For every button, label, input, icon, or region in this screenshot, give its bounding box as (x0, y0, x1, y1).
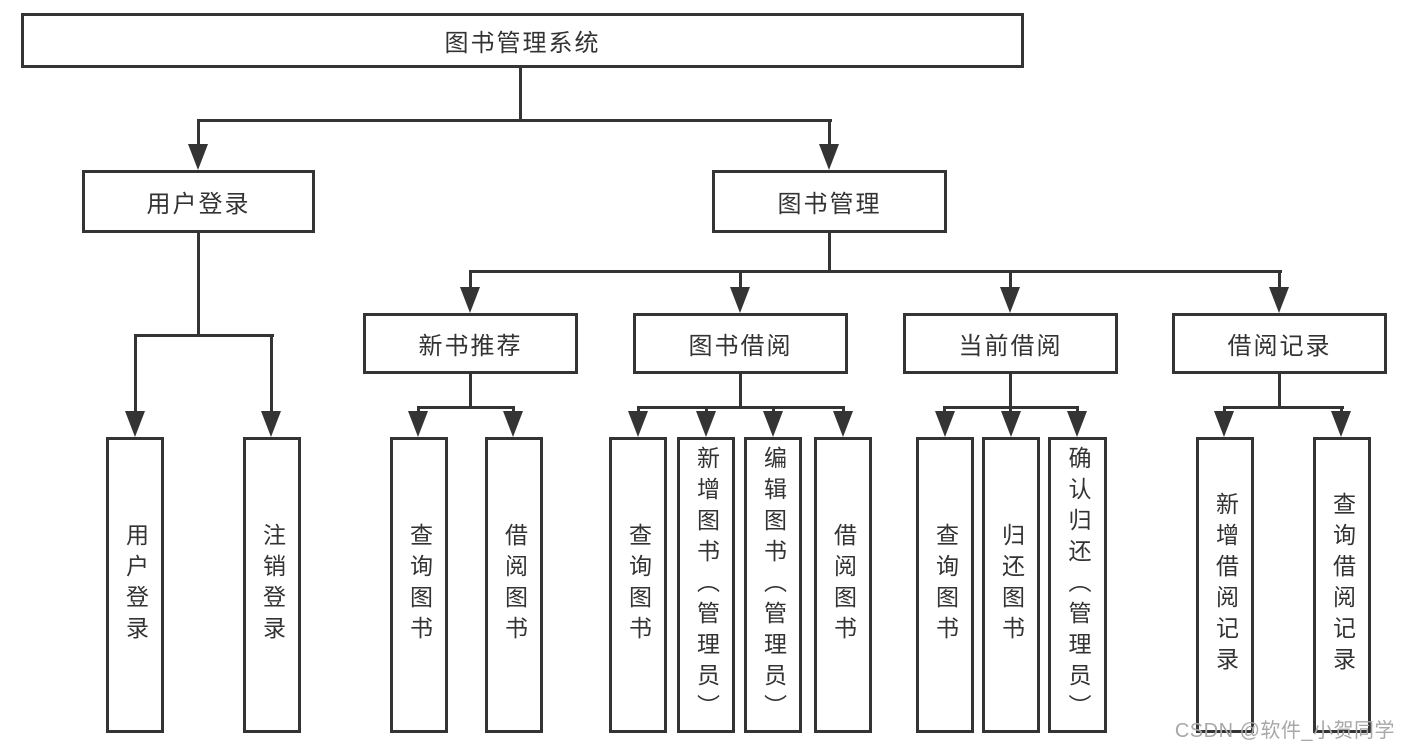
connector-line (469, 270, 1282, 273)
node-label: 注销登录 (259, 523, 286, 647)
arrow-down-icon (125, 411, 145, 437)
connector-line (943, 406, 946, 413)
watermark: CSDN @软件_小贺同学 (1174, 720, 1395, 742)
arrow-down-icon (1067, 411, 1087, 437)
node-label: 归还图书 (998, 523, 1025, 647)
node-label: 编辑图书（管理员） (760, 445, 787, 725)
arrow-down-icon (1269, 287, 1289, 313)
connector-line (469, 374, 472, 409)
leaf-current-query-books: 查询图书 (916, 437, 974, 733)
leaf-newbooks-borrow-books: 借阅图书 (485, 437, 543, 733)
arrow-down-icon (1000, 287, 1020, 313)
connector-line (842, 406, 845, 413)
node-label: 当前借阅 (958, 333, 1063, 360)
connector-line (1009, 406, 1012, 413)
arrow-down-icon (1214, 411, 1234, 437)
node-label: 借阅图书 (830, 523, 857, 647)
arrow-down-icon (730, 287, 750, 313)
arrow-down-icon (763, 411, 783, 437)
leaf-current-return-books: 归还图书 (982, 437, 1040, 733)
leaf-borrowing-borrow-books: 借阅图书 (814, 437, 872, 733)
connector-line (1223, 406, 1226, 413)
leaf-records-add-record: 新增借阅记录 (1196, 437, 1254, 733)
connector-line (519, 68, 522, 122)
connector-line (469, 270, 472, 287)
leaf-newbooks-query-books: 查询图书 (390, 437, 448, 733)
connector-line (1009, 374, 1012, 409)
node-label: 借阅图书 (501, 523, 528, 647)
node-book-borrowing: 图书借阅 (633, 313, 848, 374)
leaf-user-login: 用户登录 (106, 437, 164, 733)
node-library-system: 图书管理系统 (21, 13, 1024, 68)
connector-line (828, 119, 831, 144)
node-new-book-recommend: 新书推荐 (363, 313, 578, 374)
arrow-down-icon (460, 287, 480, 313)
arrow-down-icon (819, 144, 839, 170)
arrow-down-icon (833, 411, 853, 437)
connector-line (739, 270, 742, 287)
leaf-borrowing-query-books: 查询图书 (609, 437, 667, 733)
arrow-down-icon (1331, 411, 1351, 437)
node-label: 确认归还（管理员） (1065, 445, 1091, 725)
arrow-down-icon (628, 411, 648, 437)
connector-line (197, 119, 832, 122)
connector-line (637, 406, 640, 413)
node-label: 查询借阅记录 (1329, 492, 1356, 678)
arrow-down-icon (935, 411, 955, 437)
connector-line (637, 406, 845, 409)
node-label: 新增借阅记录 (1212, 492, 1239, 678)
connector-line (134, 334, 137, 411)
connector-line (418, 406, 515, 409)
connector-line (772, 406, 775, 413)
arrow-down-icon (188, 144, 208, 170)
connector-line (1340, 406, 1343, 413)
node-label: 查询图书 (406, 523, 433, 647)
node-borrow-records: 借阅记录 (1172, 313, 1387, 374)
arrow-down-icon (1001, 411, 1021, 437)
node-current-borrowing: 当前借阅 (903, 313, 1118, 374)
node-label: 借阅记录 (1227, 333, 1332, 360)
connector-line (1223, 406, 1344, 409)
connector-line (705, 406, 708, 413)
leaf-borrowing-edit-books-admin: 编辑图书（管理员） (744, 437, 802, 733)
node-label: 查询图书 (932, 523, 959, 647)
connector-line (417, 406, 420, 413)
connector-line (197, 119, 200, 144)
connector-line (1278, 374, 1281, 409)
node-user-login: 用户登录 (82, 170, 315, 233)
connector-line (270, 334, 273, 411)
connector-line (1009, 270, 1012, 287)
node-book-management: 图书管理 (712, 170, 947, 233)
arrow-down-icon (408, 411, 428, 437)
arrow-down-icon (696, 411, 716, 437)
node-label: 用户登录 (122, 523, 149, 647)
node-label: 图书管理系统 (444, 30, 601, 57)
leaf-logout: 注销登录 (243, 437, 301, 733)
connector-line (828, 233, 831, 273)
node-label: 新增图书（管理员） (693, 445, 720, 725)
node-label: 图书借阅 (688, 333, 793, 360)
leaf-records-query-record: 查询借阅记录 (1313, 437, 1371, 733)
connector-line (134, 334, 274, 337)
node-label: 用户登录 (146, 191, 251, 218)
connector-line (1278, 270, 1281, 287)
leaf-current-confirm-return-admin: 确认归还（管理员） (1048, 437, 1107, 733)
arrow-down-icon (261, 411, 281, 437)
node-label: 图书管理 (777, 191, 882, 218)
node-label: 查询图书 (625, 523, 652, 647)
arrow-down-icon (503, 411, 523, 437)
connector-line (1076, 406, 1079, 413)
connector-line (512, 406, 515, 413)
leaf-borrowing-add-books-admin: 新增图书（管理员） (677, 437, 735, 733)
connector-line (197, 233, 200, 336)
node-label: 新书推荐 (418, 333, 523, 360)
connector-line (739, 374, 742, 409)
